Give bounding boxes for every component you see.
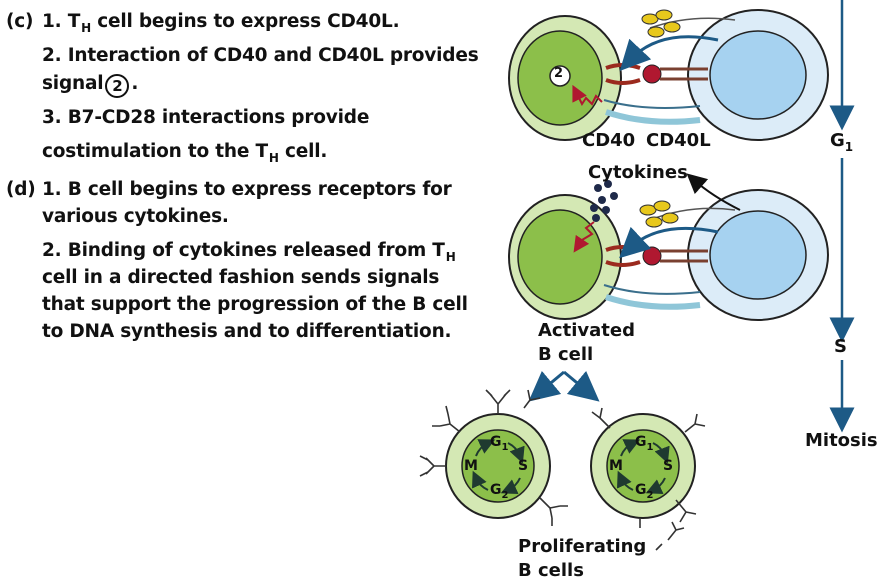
- top-yellow-receptors: [641, 9, 681, 38]
- left-cycle-s: S: [518, 458, 529, 474]
- split-arrows: [528, 370, 600, 402]
- proliferating-cell-right: [590, 407, 706, 528]
- proliferating-label-1: Proliferating: [518, 536, 647, 557]
- section-c-line-4: 3. B7-CD28 interactions provide: [42, 107, 370, 128]
- middle-yellow-receptors: [639, 200, 679, 228]
- cytokine-particles: [590, 180, 618, 222]
- left-cycle-g1: G1: [490, 434, 509, 453]
- section-c-line-1: 1. TH cell begins to express CD40L.: [42, 11, 400, 35]
- section-d-line-1: 1. B cell begins to express receptors fo…: [42, 179, 452, 200]
- right-cycle-g2: G2: [635, 482, 654, 501]
- right-cycle-g1: G1: [635, 434, 654, 453]
- section-d-line-3: 2. Binding of cytokines released from TH: [42, 240, 456, 264]
- section-c-line-2: 2. Interaction of CD40 and CD40L provide…: [42, 45, 479, 66]
- section-d-line-5: that support the progression of the B ce…: [42, 294, 468, 315]
- left-cycle-m: M: [464, 458, 478, 474]
- section-c-line-5: costimulation to the TH cell.: [42, 141, 328, 165]
- timeline-mitosis-label: Mitosis: [805, 430, 878, 451]
- timeline-g1-label: G1: [830, 130, 854, 154]
- proliferating-cell-left: [419, 389, 568, 526]
- section-d-line-4: cell in a directed fashion sends signals: [42, 267, 440, 288]
- top-t-cell: [687, 9, 829, 141]
- middle-b-cell: [508, 194, 622, 320]
- activated-label-1: Activated: [538, 320, 635, 341]
- proliferating-label-2: B cells: [518, 560, 584, 581]
- right-cycle-s: S: [663, 458, 674, 474]
- section-d-letter: (d): [6, 179, 36, 200]
- loose-receptor: [655, 521, 685, 551]
- middle-cell-pair: [508, 173, 829, 321]
- activated-label-2: B cell: [538, 344, 594, 365]
- cd40-label: CD40: [582, 130, 636, 151]
- section-d-line-2: various cytokines.: [42, 206, 229, 227]
- section-c-letter: (c): [6, 11, 34, 32]
- right-cycle-m: M: [609, 458, 623, 474]
- section-d-line-6: to DNA synthesis and to differentiation.: [42, 321, 452, 342]
- timeline-s-label: S: [834, 336, 847, 357]
- signal-2-label: 2: [554, 66, 564, 81]
- signal-2-circle: 2: [105, 74, 130, 98]
- left-cycle-g2: G2: [490, 482, 509, 501]
- cd40l-label: CD40L: [646, 130, 711, 151]
- top-cell-pair: [508, 9, 829, 141]
- cytokines-label: Cytokines: [588, 162, 688, 183]
- middle-t-cell: [687, 189, 829, 321]
